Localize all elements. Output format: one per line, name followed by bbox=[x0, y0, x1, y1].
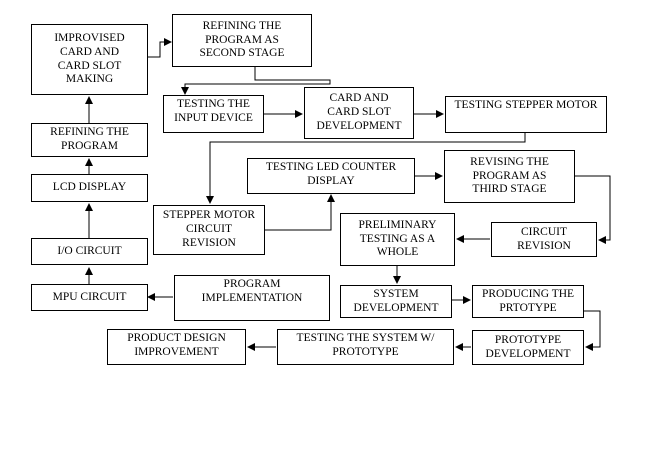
node-producing-prototype: PRODUCING THE PRTOTYPE bbox=[472, 285, 584, 318]
node-testing-input-device: TESTING THE INPUT DEVICE bbox=[163, 95, 264, 133]
arrow-revision-to-led bbox=[265, 194, 335, 231]
node-preliminary-testing: PRELIMINARY TESTING AS A WHOLE bbox=[340, 213, 455, 266]
node-program-implementation: PROGRAM IMPLEMENTATION bbox=[174, 275, 330, 321]
node-circuit-revision: CIRCUIT REVISION bbox=[491, 222, 597, 257]
node-product-design-improvement: PRODUCT DESIGN IMPROVEMENT bbox=[107, 329, 246, 365]
node-card-slot-development: CARD AND CARD SLOT DEVELOPMENT bbox=[304, 87, 414, 139]
node-system-development: SYSTEM DEVELOPMENT bbox=[340, 285, 452, 318]
node-lcd-display: LCD DISPLAY bbox=[31, 174, 148, 202]
node-prototype-development: PROTOTYPE DEVELOPMENT bbox=[472, 330, 584, 365]
node-io-circuit: I/O CIRCUIT bbox=[31, 238, 148, 265]
node-revising-third-stage: REVISING THE PROGRAM AS THIRD STAGE bbox=[444, 150, 575, 203]
node-mpu-circuit: MPU CIRCUIT bbox=[31, 284, 148, 311]
node-testing-system-prototype: TESTING THE SYSTEM W/ PROTOTYPE bbox=[277, 329, 454, 365]
node-stepper-motor-revision: STEPPER MOTOR CIRCUIT REVISION bbox=[153, 205, 265, 255]
node-testing-led-counter: TESTING LED COUNTER DISPLAY bbox=[247, 158, 415, 194]
node-improvised-card: IMPROVISED CARD AND CARD SLOT MAKING bbox=[31, 24, 148, 95]
node-refining-program: REFINING THE PROGRAM bbox=[31, 123, 148, 157]
node-testing-stepper-motor: TESTING STEPPER MOTOR bbox=[445, 96, 607, 133]
node-refining-second-stage: REFINING THE PROGRAM AS SECOND STAGE bbox=[172, 14, 312, 67]
arrow-improvised-to-second bbox=[148, 38, 172, 58]
arrow-producing-to-protodev bbox=[584, 310, 601, 351]
